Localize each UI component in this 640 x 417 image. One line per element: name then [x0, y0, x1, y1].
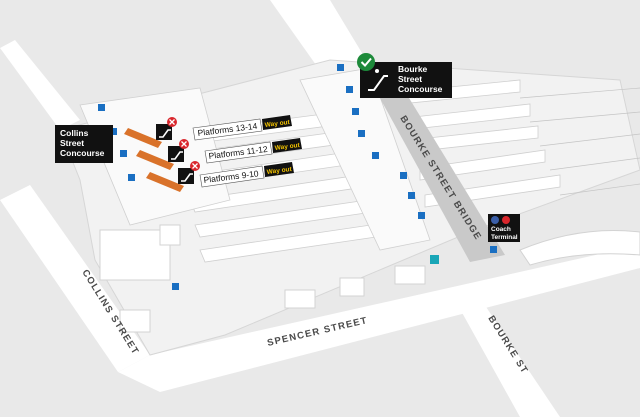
bourke-street-road	[455, 295, 560, 417]
escalator-icon-13-14	[156, 124, 172, 140]
accessible-icon	[98, 104, 105, 111]
escalator-icon-11-12	[168, 146, 184, 162]
closed-x-icon	[179, 139, 189, 149]
check-icon	[357, 53, 375, 71]
platform-label-13-14: Platforms 13-14 Way out	[192, 115, 292, 141]
escalator-icon-9-10	[178, 168, 194, 184]
accessible-icon	[372, 152, 379, 159]
lift-icon	[172, 283, 179, 290]
svg-text:Concourse: Concourse	[60, 148, 105, 158]
escalators	[124, 128, 184, 192]
accessible-icon	[418, 212, 425, 219]
accessible-icon	[400, 172, 407, 179]
accessible-icon	[358, 130, 365, 137]
buildings	[99, 224, 426, 333]
accessible-icon	[352, 108, 359, 115]
escalator-11-12	[136, 150, 174, 170]
west-road	[0, 40, 80, 130]
closed-x-icon	[190, 161, 200, 171]
bourke-street-concourse-callout: Bourke Street Concourse	[360, 62, 452, 98]
bus-icon	[502, 216, 510, 224]
accessible-icon	[128, 174, 135, 181]
platform-label-11-12: Platforms 11-12 Way out	[204, 138, 302, 164]
accessible-icons	[98, 64, 497, 290]
escalator-9-10	[146, 172, 184, 192]
svg-text:Way out: Way out	[264, 119, 291, 129]
coach-terminal-roof	[519, 230, 640, 266]
accessible-icon	[110, 128, 117, 135]
svg-text:Collins: Collins	[60, 128, 89, 138]
lift-icon	[490, 246, 497, 253]
collins-street-road	[0, 185, 150, 372]
svg-text:Way out: Way out	[266, 166, 293, 176]
bourke-street-bridge	[370, 75, 505, 262]
spencer-street-road	[118, 245, 640, 392]
coach-terminal-callout: Coach Terminal	[488, 214, 520, 242]
closed-x-icon	[167, 117, 177, 127]
svg-text:Terminal: Terminal	[491, 234, 518, 241]
accessible-icon	[120, 150, 127, 157]
platform-label-9-10: Platforms 9-10 Way out	[199, 162, 294, 188]
svg-text:Way out: Way out	[274, 142, 301, 152]
escalator-13-14	[124, 128, 162, 148]
svg-text:Street: Street	[398, 74, 422, 84]
svg-text:Street: Street	[60, 138, 84, 148]
accessible-icon	[337, 64, 344, 71]
svg-text:Bourke: Bourke	[398, 64, 428, 74]
tracks	[519, 87, 640, 196]
accessible-icon	[346, 86, 353, 93]
svg-text:Coach: Coach	[491, 226, 511, 233]
myki-icon	[430, 255, 439, 264]
collins-street-concourse-callout: Collins Street Concourse	[55, 125, 113, 163]
svg-text:Concourse: Concourse	[398, 84, 443, 94]
accessible-icon	[408, 192, 415, 199]
escalator-icon	[368, 69, 388, 91]
train-icon	[491, 216, 499, 224]
